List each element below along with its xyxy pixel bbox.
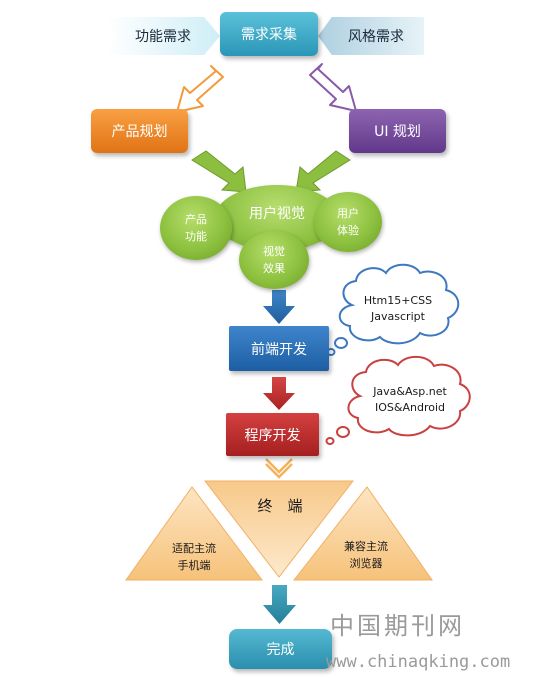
- arrow-to-program: [263, 377, 295, 410]
- arrow-to-product-planning: [176, 65, 224, 113]
- user-experience-line2: 体验: [337, 224, 359, 237]
- program-tech-line1: Java&Asp.net: [373, 385, 447, 398]
- program-dev-label: 程序开发: [244, 427, 301, 444]
- product-function-line1: 产品: [185, 213, 207, 226]
- requirements-collection-label: 需求采集: [241, 27, 297, 43]
- user-experience-circle: 用户 体验: [314, 192, 382, 252]
- style-requirements-tag: 风格需求: [318, 17, 424, 55]
- chevron-down-icon: [265, 458, 293, 474]
- ui-planning-label: UI 规划: [374, 124, 421, 140]
- program-tech-line2: IOS&Android: [375, 401, 445, 414]
- program-tech-text: Java&Asp.net IOS&Android: [362, 384, 458, 416]
- arrow-to-frontend: [263, 290, 295, 324]
- cloud-program-tech: [325, 355, 471, 445]
- terminal-label: 终 端: [257, 497, 303, 515]
- functional-requirements-tag: 功能需求: [106, 17, 220, 55]
- program-dev-box: 程序开发: [226, 413, 319, 456]
- browser-compat-line1: 兼容主流: [344, 540, 388, 553]
- cloud-frontend-tech: [326, 263, 460, 356]
- frontend-dev-box: 前端开发: [229, 326, 329, 371]
- ui-planning-box: UI 规划: [349, 109, 446, 153]
- frontend-tech-line1: Htm15+CSS: [363, 294, 433, 307]
- browser-compat-text: 兼容主流 浏览器: [330, 538, 402, 572]
- frontend-tech-text: Htm15+CSS Javascript: [352, 293, 444, 325]
- triangle-mobile: [125, 486, 264, 581]
- functional-requirements-label: 功能需求: [135, 29, 191, 45]
- user-experience-line1: 用户: [337, 207, 359, 220]
- mobile-adapt-line1: 适配主流: [172, 542, 216, 555]
- product-planning-label: 产品规划: [111, 124, 168, 140]
- visual-effect-line1: 视觉: [263, 245, 285, 258]
- arrow-to-ui-planning: [309, 63, 357, 112]
- product-function-circle: 产品 功能: [160, 196, 232, 260]
- user-view-label: 用户视觉: [249, 206, 305, 222]
- triangle-browser: [292, 486, 433, 581]
- done-box: 完成: [229, 629, 332, 669]
- product-function-line2: 功能: [185, 230, 207, 243]
- frontend-dev-label: 前端开发: [251, 341, 307, 358]
- style-requirements-label: 风格需求: [348, 29, 404, 45]
- product-planning-box: 产品规划: [91, 109, 188, 153]
- visual-effect-line2: 效果: [263, 262, 285, 275]
- triangle-terminal: [203, 480, 355, 578]
- arrow-product-to-userview: [191, 150, 247, 193]
- arrow-to-done: [263, 585, 296, 624]
- mobile-adapt-text: 适配主流 手机端: [158, 540, 230, 574]
- done-label: 完成: [266, 642, 295, 658]
- requirements-collection-box: 需求采集: [220, 12, 318, 56]
- watermark-url: www.chinaqking.com: [326, 652, 511, 672]
- watermark-cn: 中国期刊网: [330, 612, 465, 640]
- frontend-tech-line2: Javascript: [371, 310, 425, 323]
- browser-compat-line2: 浏览器: [349, 557, 383, 570]
- chevron-down-icon-2: [265, 463, 293, 479]
- visual-effect-circle: 视觉 效果: [239, 231, 309, 289]
- arrow-ui-to-userview: [295, 150, 351, 193]
- mobile-adapt-line2: 手机端: [177, 559, 211, 572]
